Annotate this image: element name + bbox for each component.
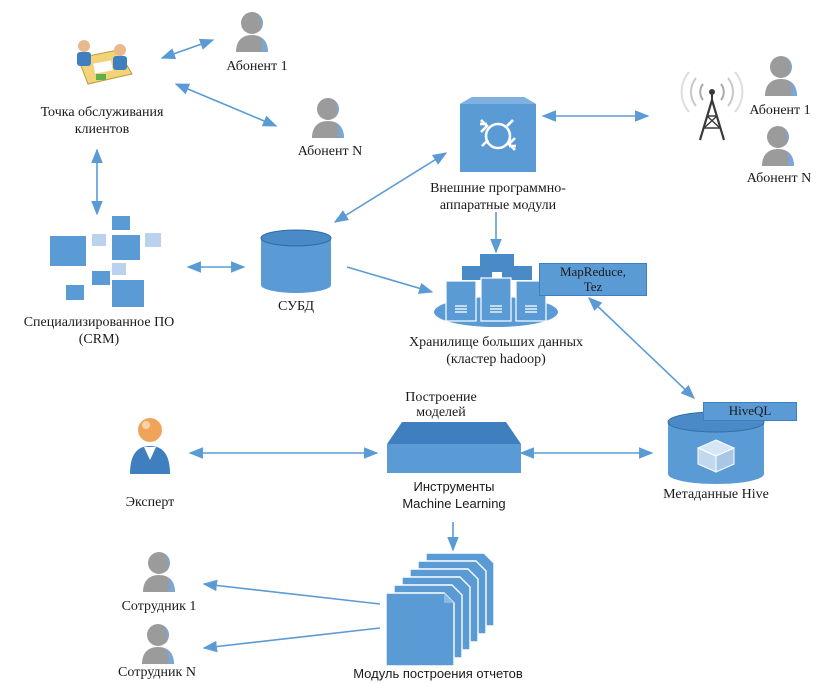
person-icon xyxy=(142,624,174,664)
arrow-reports-employeeN xyxy=(202,627,381,653)
bigdata-label: Хранилище больших данных(кластер hadoop) xyxy=(408,335,584,367)
tiles-icon xyxy=(50,216,161,307)
database-cylinder-icon xyxy=(260,229,332,293)
router-icon xyxy=(460,97,536,172)
arrow-dbms-external xyxy=(333,152,448,223)
person-icon xyxy=(765,56,797,96)
subscriber-n-left-label: Абонент N xyxy=(297,144,363,159)
arrow-reports-employee1 xyxy=(202,579,381,605)
server-cluster-icon xyxy=(434,254,558,327)
employee-n-label: Сотрудник N xyxy=(118,665,196,680)
person-icon xyxy=(762,126,794,166)
expert-person-icon xyxy=(130,418,170,474)
hive-metadata-label: Метаданные Hive xyxy=(663,487,769,502)
expert-label: Эксперт xyxy=(125,495,175,510)
arrow-service-subscriberN xyxy=(174,83,278,127)
external-modules-label: Внешние программно-аппаратные модули xyxy=(430,181,566,213)
arrow-dbms-bigdata xyxy=(346,266,434,294)
hive-cube-icon xyxy=(667,411,765,484)
arrow-service-subscriber1 xyxy=(160,38,215,60)
crm-label: Специализированное ПО(CRM) xyxy=(23,315,175,347)
subscriber-1-right-label: Абонент 1 xyxy=(749,103,811,118)
hiveql-tag: HiveQL xyxy=(703,402,797,421)
ml-platform-icon xyxy=(387,422,521,473)
reports-module-label: Модуль построения отчетов xyxy=(353,666,523,681)
dbms-label: СУБД xyxy=(277,299,315,314)
document-stack-icon xyxy=(385,552,495,667)
employee-1-label: Сотрудник 1 xyxy=(121,599,197,614)
meeting-icon xyxy=(77,40,133,85)
arrow-bigdata-hive xyxy=(587,297,696,399)
subscriber-n-right-label: Абонент N xyxy=(746,171,812,186)
cell-tower-icon xyxy=(680,71,744,141)
person-icon xyxy=(236,12,268,52)
person-icon xyxy=(312,98,344,138)
person-icon xyxy=(143,552,175,592)
subscriber-1-left-label: Абонент 1 xyxy=(226,59,288,74)
mapreduce-tez-tag: MapReduce,Tez xyxy=(539,263,647,296)
